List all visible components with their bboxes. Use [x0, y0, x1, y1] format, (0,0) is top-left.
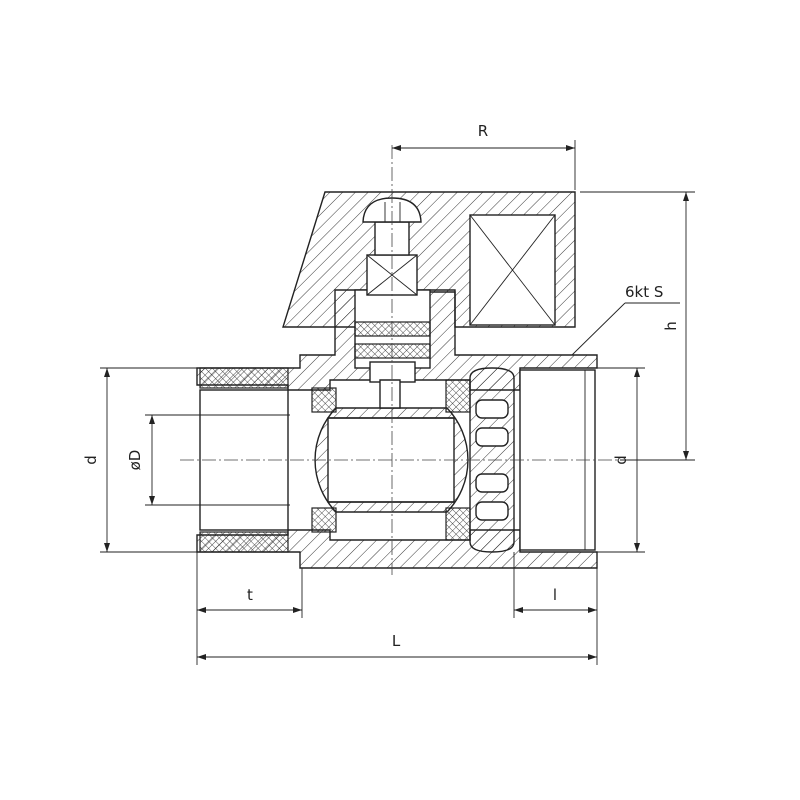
- left-seat-bottom: [311, 507, 337, 533]
- right-seat-top: [445, 379, 471, 413]
- label-L: L: [392, 632, 401, 650]
- ball: [314, 379, 469, 513]
- dimension-d-right: d: [597, 367, 645, 553]
- dimension-d-left: d: [82, 367, 197, 553]
- label-l: l: [553, 586, 557, 604]
- label-t: t: [247, 586, 253, 604]
- right-seat-bottom: [445, 507, 471, 541]
- dimension-L: L: [196, 618, 597, 665]
- label-R: R: [478, 122, 488, 140]
- dimension-R: R: [392, 122, 576, 190]
- label-bore: øD: [126, 450, 144, 471]
- label-d-right: d: [612, 455, 630, 465]
- left-seat-top: [311, 387, 337, 413]
- dimension-h: h: [580, 191, 695, 461]
- dimension-bore: øD: [126, 414, 290, 506]
- hex-size-leader: 6kt S: [571, 283, 680, 356]
- label-h: h: [662, 321, 680, 331]
- seats: [311, 379, 471, 541]
- dimension-l: l: [513, 552, 598, 665]
- left-thread-top: [199, 367, 289, 389]
- left-thread-bottom: [199, 531, 289, 553]
- label-d-left: d: [82, 455, 100, 465]
- label-hex-size: 6kt S: [625, 283, 663, 301]
- dimension-t: t: [196, 552, 303, 618]
